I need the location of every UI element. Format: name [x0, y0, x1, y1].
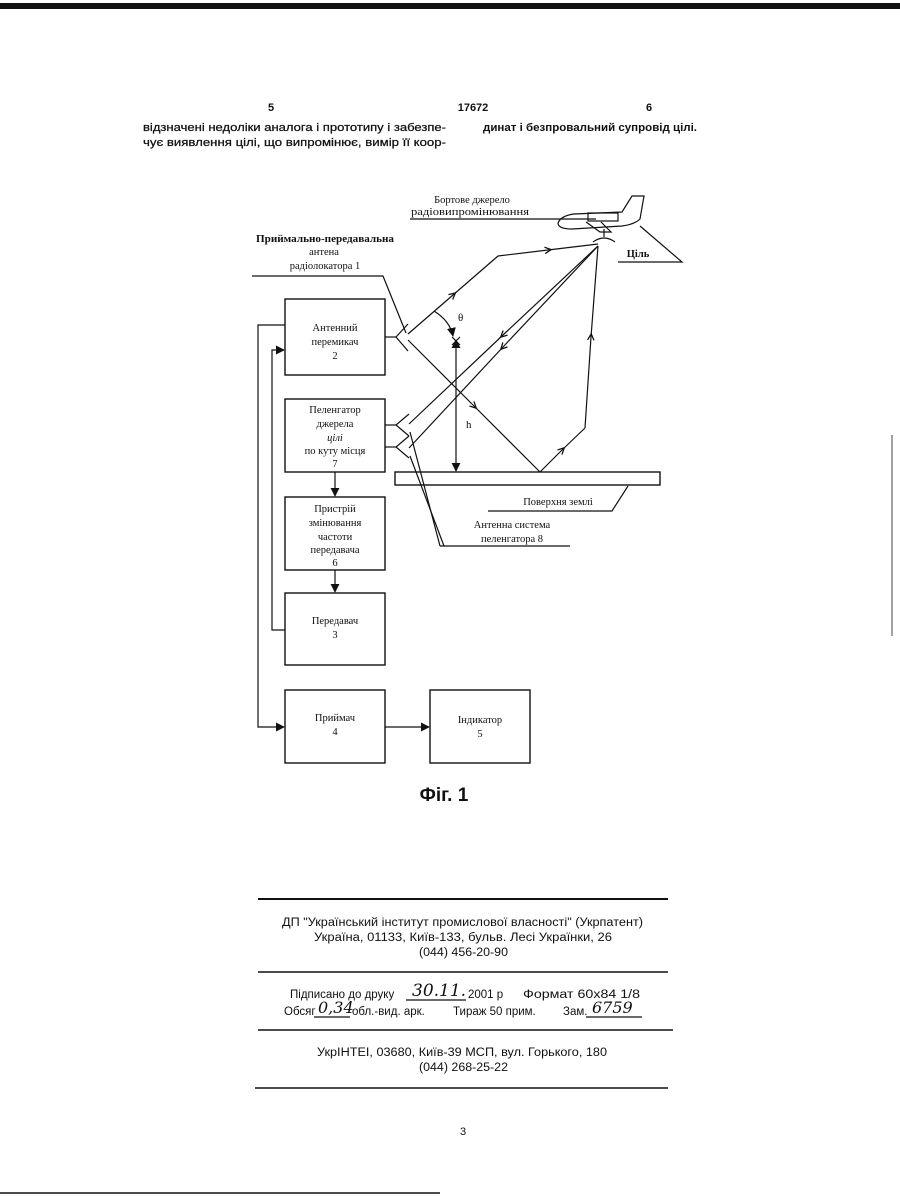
angle-arc — [434, 311, 453, 336]
source-label-line-2: радіовипромінювання — [411, 207, 529, 218]
printer-line-1: УкрІНТЕІ, 03680, Київ-39 МСП, вул. Горьк… — [317, 1047, 607, 1059]
indicator-line-1: Індикатор — [458, 715, 502, 726]
frequency-changer-line-4: передавача — [310, 545, 359, 556]
circulation-info: Тираж 50 прим. — [453, 1006, 536, 1018]
direction-finder-number: 7 — [332, 459, 337, 470]
publisher-line-1: ДП "Український інститут промислової вла… — [282, 917, 643, 929]
left-column-line-2: чує виявлення цілі, що випромінює, вимір… — [143, 137, 446, 149]
ray-ground-to-bend — [540, 428, 585, 472]
array-label-line-1: Антенна система — [474, 520, 551, 531]
ray-target-to-df-antenna-1 — [409, 246, 598, 424]
publisher-line-2: Україна, 01133, Київ-133, бульв. Лесі Ук… — [314, 932, 612, 944]
page-number: 3 — [460, 1126, 466, 1138]
transmitter-block — [285, 593, 385, 665]
left-column-line-1: відзначені недоліки аналога і прототипу … — [143, 122, 446, 134]
printer-phone: (044) 268-25-22 — [419, 1062, 508, 1074]
ray-bend-to-target — [585, 246, 598, 428]
figure-caption: Фіг. 1 — [420, 785, 469, 806]
ray-target-to-df-antenna-2 — [409, 246, 598, 448]
height-symbol: h — [466, 419, 472, 431]
frequency-changer-number: 6 — [332, 558, 337, 569]
patent-number: 17672 — [458, 102, 489, 114]
indicator-number: 5 — [477, 729, 482, 740]
indicator-block — [430, 690, 530, 763]
receiver-line-1: Приймач — [315, 713, 356, 724]
figure-1: Бортове джерело радіовипромінювання Ціль… — [252, 195, 682, 806]
volume-label: Обсяг — [284, 1006, 316, 1018]
antenna-label-line-1: Приймально-передавальна — [256, 234, 395, 245]
imprint: ДП "Український інститут промислової вла… — [255, 899, 673, 1088]
ground-label: Поверхня землі — [523, 497, 593, 508]
antenna-label-line-2: антена — [309, 247, 339, 258]
df-antenna-dipole-1 — [396, 414, 409, 436]
antenna-switch-line-1: Антенний — [313, 323, 358, 334]
direction-finder-line-3: цілі — [327, 433, 343, 444]
transmitter-line-1: Передавач — [312, 616, 359, 627]
source-label-line-1: Бортове джерело — [434, 195, 510, 206]
order-number-handwritten: 6759 — [592, 998, 633, 1017]
receiver-number: 4 — [332, 727, 338, 738]
target-label: Ціль — [627, 249, 650, 260]
transmitter-to-switch-line — [272, 350, 285, 630]
antenna-label-line-3: радіолокатора 1 — [290, 261, 361, 272]
frequency-changer-line-3: частоти — [318, 532, 353, 543]
ray-apex-to-target — [498, 244, 598, 256]
volume-value-handwritten: 0,34 — [318, 998, 354, 1017]
signed-date-handwritten: 30.11. — [412, 981, 466, 1001]
emitter-antenna-arc — [593, 238, 615, 242]
antenna-switch-line-2: перемикач — [312, 337, 360, 348]
direction-finder-antenna-icon — [385, 414, 409, 458]
right-page-number: 6 — [646, 102, 652, 114]
df-antenna-dipole-2 — [396, 436, 409, 458]
ground-surface — [395, 472, 660, 485]
volume-unit: обл.-вид. арк. — [352, 1006, 425, 1018]
radar-antenna-dipole — [396, 324, 408, 351]
antenna-switch-number: 2 — [332, 351, 337, 362]
signed-year: 2001 р — [468, 989, 503, 1001]
frequency-changer-line-1: Пристрій — [314, 504, 356, 515]
ray-radar-to-apex — [408, 256, 498, 334]
onboard-emitter — [588, 213, 618, 221]
angle-symbol: θ — [458, 312, 463, 324]
frequency-changer-line-2: змінювання — [309, 518, 362, 529]
publisher-phone: (044) 456-20-90 — [419, 947, 508, 959]
order-label: Зам. — [563, 1006, 587, 1018]
array-label-line-2: пеленгатора 8 — [481, 534, 543, 545]
top-border-bar — [0, 3, 900, 9]
array-leader-to-antenna-2 — [410, 456, 444, 546]
transmitter-number: 3 — [332, 630, 337, 641]
direction-finder-line-1: Пеленгатор — [309, 405, 360, 416]
array-leader-to-antenna-1 — [410, 432, 440, 546]
direction-finder-line-2: джерела — [317, 419, 354, 430]
left-page-number: 5 — [268, 102, 274, 114]
right-column-line-1: динат і безпровальний супровід цілі. — [483, 122, 697, 134]
direction-finder-line-4: по куту місця — [305, 446, 366, 457]
radar-antenna-icon — [385, 324, 408, 351]
